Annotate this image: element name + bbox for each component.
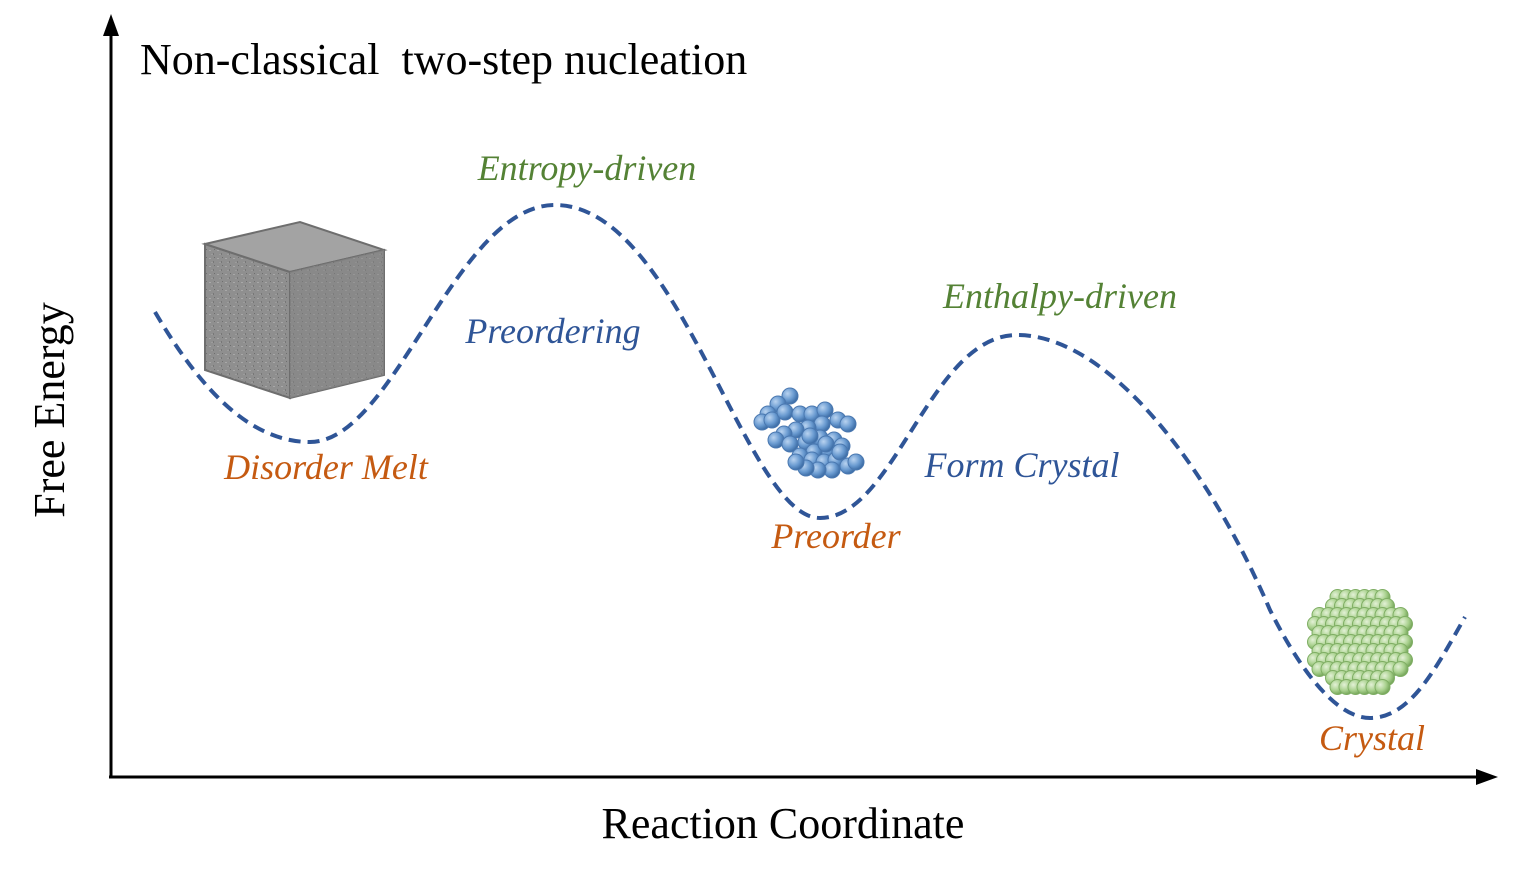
crystal-cluster-icon xyxy=(1307,589,1413,695)
state-label-crystal: Crystal xyxy=(1319,718,1425,758)
y-axis-arrowhead xyxy=(103,14,119,36)
barrier-label-enthalpy: Enthalpy-driven xyxy=(942,276,1177,316)
process-label-preordering: Preordering xyxy=(464,311,640,351)
process-label-form-crystal: Form Crystal xyxy=(923,445,1119,485)
disorder-melt-cube-icon xyxy=(201,220,388,400)
energy-curve xyxy=(153,202,1467,721)
diagram-title: Non-classical two-step nucleation xyxy=(140,35,747,84)
state-label-disorder-melt: Disorder Melt xyxy=(223,447,429,487)
barrier-label-entropy: Entropy-driven xyxy=(477,148,697,188)
preorder-cluster-icon xyxy=(753,387,865,479)
state-label-preorder: Preorder xyxy=(770,516,901,556)
x-axis-label: Reaction Coordinate xyxy=(602,799,965,848)
axes xyxy=(103,14,1498,785)
y-axis-label: Free Energy xyxy=(25,302,74,517)
x-axis-arrowhead xyxy=(1476,769,1498,785)
